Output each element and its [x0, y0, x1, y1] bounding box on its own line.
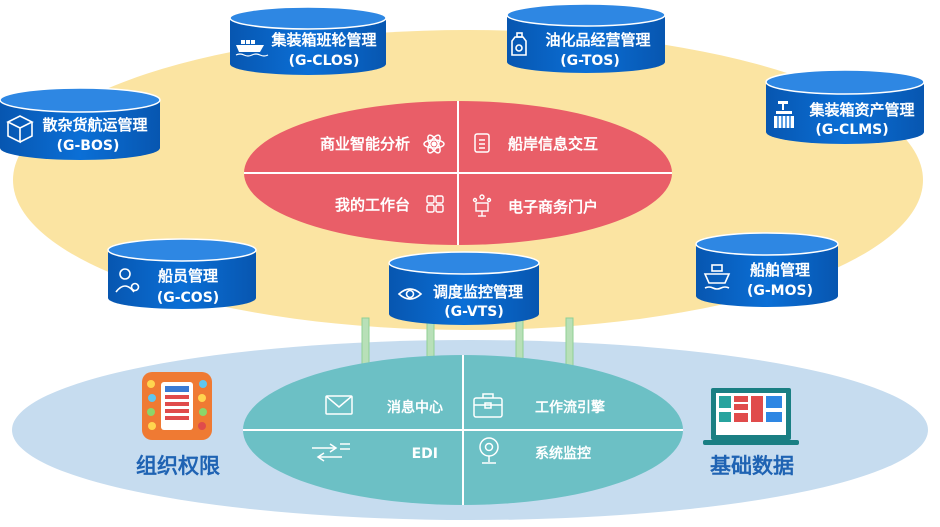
org-permission-icon [142, 372, 212, 440]
module-cylinder-mos[interactable]: 船舶管理 (G-MOS) [695, 232, 839, 307]
module-code: (G-CLMS) [815, 122, 888, 138]
core-quadrant-label[interactable]: 船岸信息交互 [508, 135, 598, 153]
data-exchange-icon [312, 443, 350, 462]
base-quadrant-label[interactable]: 消息中心 [387, 399, 443, 416]
module-code: (G-VTS) [444, 304, 504, 320]
crew-icon [115, 268, 140, 293]
webcam-icon [479, 437, 499, 464]
clipboard-icon [474, 133, 490, 153]
grid-apps-icon [426, 195, 444, 213]
module-name: 集装箱班轮管理 [270, 31, 376, 49]
module-cylinder-tos[interactable]: 油化品经营管理 (G-TOS) [506, 3, 666, 73]
org-permission-label[interactable]: 组织权限 [136, 454, 220, 478]
base-quadrant-label[interactable]: EDI [412, 446, 438, 462]
module-code: (G-MOS) [747, 283, 813, 299]
vessel-icon [703, 264, 731, 290]
mail-icon [325, 395, 353, 415]
module-cylinder-clms[interactable]: 集装箱资产管理 (G-CLMS) [765, 69, 925, 144]
module-name: 船舶管理 [750, 261, 810, 279]
module-name: 集装箱资产管理 [808, 101, 914, 119]
module-cylinder-bos[interactable]: 散杂货航运管理 (G-BOS) [0, 87, 161, 160]
atom-icon [423, 134, 445, 154]
module-code: (G-CLOS) [289, 53, 360, 69]
module-cylinder-clos[interactable]: 集装箱班轮管理 (G-CLOS) [229, 6, 387, 75]
eye-icon [397, 288, 423, 300]
base-data-label[interactable]: 基础数据 [710, 454, 794, 478]
module-cylinder-cos[interactable]: 船员管理 (G-COS) [107, 238, 257, 309]
base-data-icon [703, 388, 799, 445]
module-cylinder-vts[interactable]: 调度监控管理 (G-VTS) [388, 251, 540, 325]
module-code: (G-TOS) [560, 53, 620, 69]
module-name: 散杂货航运管理 [42, 116, 147, 134]
container-crane-icon [774, 101, 794, 128]
module-code: (G-COS) [157, 290, 219, 306]
base-quadrant-label[interactable]: 系统监控 [535, 445, 591, 462]
module-name: 调度监控管理 [433, 283, 523, 301]
module-code: (G-BOS) [57, 138, 120, 154]
core-quadrant-label[interactable]: 我的工作台 [335, 196, 410, 214]
core-quadrant-label[interactable]: 商业智能分析 [320, 135, 410, 153]
portal-network-icon [472, 194, 492, 217]
base-quadrant-label[interactable]: 工作流引擎 [535, 399, 605, 416]
core-platform [244, 101, 672, 245]
ship-icon [235, 40, 269, 57]
oil-drum-icon [511, 32, 527, 56]
module-name: 船员管理 [158, 267, 218, 285]
base-platform [243, 355, 683, 505]
core-quadrant-label[interactable]: 电子商务门户 [508, 198, 598, 216]
module-name: 油化品经营管理 [545, 31, 650, 49]
toolbox-icon [473, 393, 503, 418]
box-icon [6, 115, 34, 144]
